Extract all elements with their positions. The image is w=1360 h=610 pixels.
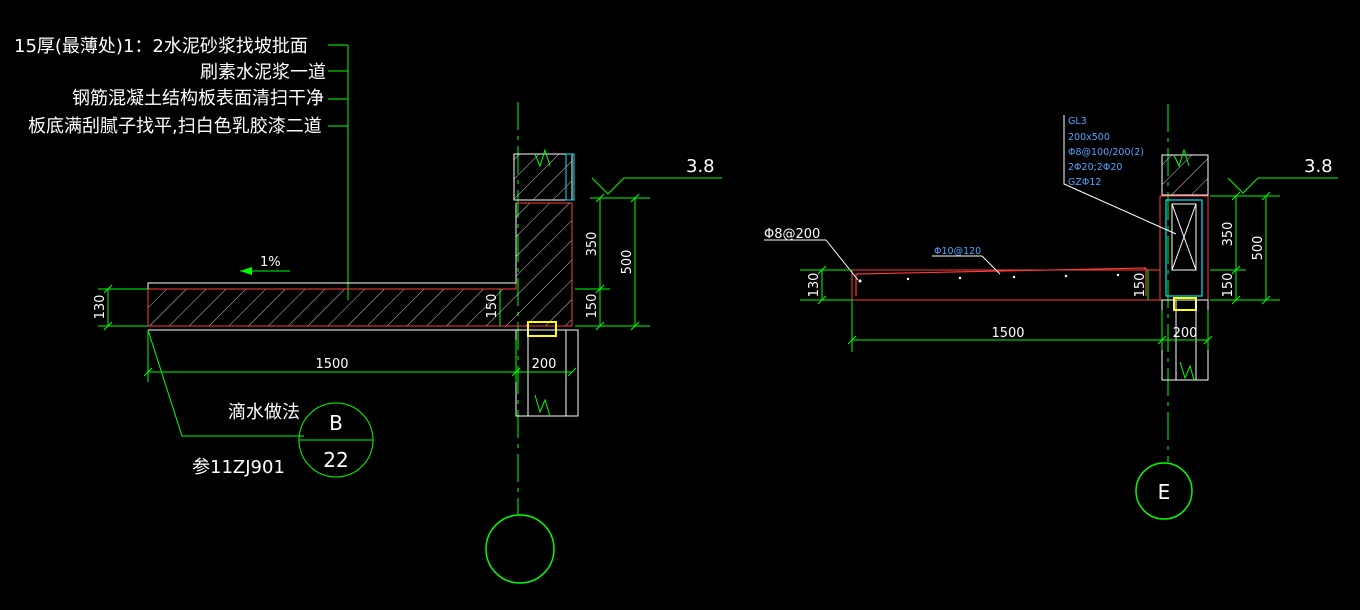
slab-thickness-dim	[98, 284, 148, 331]
dim-beam-total-right: 500	[1251, 236, 1266, 261]
beam-dims-right	[1147, 191, 1280, 305]
ref-bubble-top: B	[329, 411, 343, 435]
dim-beam-lower-outer: 150	[585, 294, 600, 319]
drip-label: 滴水做法	[228, 402, 300, 423]
cantilever-dim-right	[847, 300, 1213, 352]
dim-beam-lower-inner: 150	[485, 294, 500, 319]
elevation-label: 3.8	[686, 156, 715, 177]
upper-wall-right	[1161, 148, 1209, 196]
cantilever-dim	[143, 330, 577, 382]
right-detail: E	[764, 104, 1338, 520]
dim-slab-thickness-right: 130	[807, 273, 822, 298]
left-detail: 15厚(最薄处)1：2水泥砂浆找坡批面 刷素水泥浆一道 钢筋混凝土结构板表面清扫…	[14, 36, 722, 584]
beam-tag: GL3 200x500 Φ8@100/200(2) 2Φ20;2Φ20 GZΦ1…	[1063, 115, 1177, 235]
note-4: 板底满刮腻子找平,扫白色乳胶漆二道	[28, 116, 322, 137]
axis-label-e: E	[1158, 480, 1171, 504]
slope-label: 1%	[260, 255, 281, 270]
rebar-leaders: Φ8@200 Φ10@120	[764, 227, 1001, 281]
rebar-main-label: Φ10@120	[934, 246, 981, 257]
slab-beam	[147, 202, 573, 337]
dim-beam-lower-right: 150	[1221, 273, 1236, 298]
note-1: 15厚(最薄处)1：2水泥砂浆找坡批面	[14, 36, 308, 57]
note-3: 钢筋混凝土结构板表面清扫干净	[72, 88, 324, 109]
dim-slab-thickness: 130	[93, 295, 108, 320]
upper-wall	[513, 148, 575, 201]
lower-wall	[515, 329, 579, 417]
notes-leader	[328, 44, 349, 300]
beam-tag-bars: 2Φ20;2Φ20	[1068, 162, 1122, 173]
beam-tag-column: GZΦ12	[1068, 177, 1101, 188]
dim-cantilever: 1500	[315, 357, 348, 372]
dim-beam-upper-right: 350	[1221, 222, 1236, 247]
dim-cantilever-right: 1500	[991, 326, 1024, 341]
dim-beam-upper: 350	[585, 232, 600, 257]
elevation-label-right: 3.8	[1304, 156, 1333, 177]
beam-right	[1159, 195, 1209, 311]
beam-tag-stirrup: Φ8@100/200(2)	[1068, 147, 1144, 158]
drip-standard: 参11ZJ901	[192, 457, 285, 478]
dim-beam-total: 500	[620, 250, 635, 275]
slope-indicator: 1%	[240, 255, 290, 275]
axis-bubble-e	[1135, 462, 1193, 520]
beam-dims	[499, 193, 650, 331]
drip-reference: B 22 滴水做法 参11ZJ901	[147, 329, 374, 478]
dim-wall: 200	[532, 357, 557, 372]
dim-wall-right: 200	[1173, 326, 1198, 341]
layer-notes: 15厚(最薄处)1：2水泥砂浆找坡批面 刷素水泥浆一道 钢筋混凝土结构板表面清扫…	[14, 36, 326, 137]
elevation-mark: 3.8	[591, 156, 722, 195]
elevation-mark-right: 3.8	[1227, 156, 1338, 194]
beam-tag-size: 200x500	[1068, 132, 1110, 143]
slab-thickness-dim-right	[800, 265, 852, 305]
ref-bubble-bottom: 22	[323, 448, 348, 472]
slab-right	[851, 267, 1161, 301]
dim-beam-lower-inner-right: 150	[1133, 273, 1148, 298]
note-2: 刷素水泥浆一道	[200, 62, 326, 83]
rebar-dist-label: Φ8@200	[764, 227, 820, 242]
axis-bubble	[485, 514, 555, 584]
beam-tag-name: GL3	[1068, 116, 1087, 127]
